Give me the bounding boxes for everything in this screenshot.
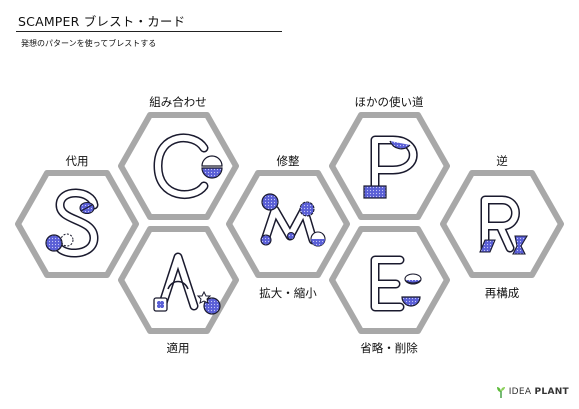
page-title: SCAMPER ブレスト・カード — [18, 14, 186, 29]
label-substitute: 代用 — [66, 154, 89, 168]
dot-icon — [287, 232, 295, 240]
label-reverse: 逆 — [496, 154, 508, 168]
hexagon-m — [226, 170, 350, 278]
brand-name-bold: PLANT — [534, 387, 569, 397]
letter-p-glyph — [363, 135, 418, 199]
letter-m-glyph — [260, 193, 326, 247]
hexagon-r — [440, 170, 564, 278]
label-modify: 修整 — [277, 154, 300, 168]
circle-shape-icon — [261, 193, 279, 211]
hexagon-e — [329, 226, 450, 334]
star-icon — [196, 290, 212, 304]
label-combine: 組み合わせ — [149, 95, 207, 109]
small-circle-icon — [260, 234, 272, 246]
rounded-square-icon — [153, 297, 168, 312]
half-circle-icon — [310, 231, 326, 247]
crescent-icon — [389, 140, 411, 150]
hexagon-p — [329, 112, 450, 220]
leaf-shape-icon — [79, 201, 95, 215]
dashed-circle-icon — [60, 233, 74, 247]
hourglass-icon — [512, 235, 528, 255]
split-circle-icon — [201, 155, 223, 179]
label-rearrange: 再構成 — [485, 286, 520, 300]
plant-sprout-icon — [496, 387, 505, 398]
hexagon-a — [118, 226, 239, 334]
rectangle-shape-icon — [363, 185, 387, 199]
trapezoid-icon — [479, 239, 496, 253]
half-circle-icon — [401, 296, 421, 307]
label-eliminate: 省略・削除 — [360, 341, 418, 355]
letter-e-glyph — [370, 255, 422, 312]
title-divider — [16, 31, 282, 32]
brand-name-light: IDEA — [508, 387, 532, 397]
letter-s-glyph — [45, 188, 99, 258]
hexagon-c — [118, 112, 239, 220]
letter-r-glyph — [479, 195, 528, 255]
letter-c-glyph — [153, 133, 223, 200]
label-magnify-minify: 拡大・縮小 — [259, 286, 317, 300]
hexagon-s — [15, 170, 139, 278]
brand-logo: IDEA PLANT — [496, 385, 569, 399]
gear-burst-icon — [299, 201, 315, 217]
label-put-to-other-use: ほかの使い道 — [355, 95, 424, 109]
leaf-shape-icon — [404, 273, 422, 285]
letter-a-glyph — [153, 252, 221, 315]
page-subtitle: 発想のパターンを使ってブレストする — [21, 39, 157, 48]
brand-name: IDEA PLANT — [509, 387, 569, 397]
label-adapt: 適用 — [167, 341, 190, 355]
circle-shape-icon — [45, 234, 63, 252]
